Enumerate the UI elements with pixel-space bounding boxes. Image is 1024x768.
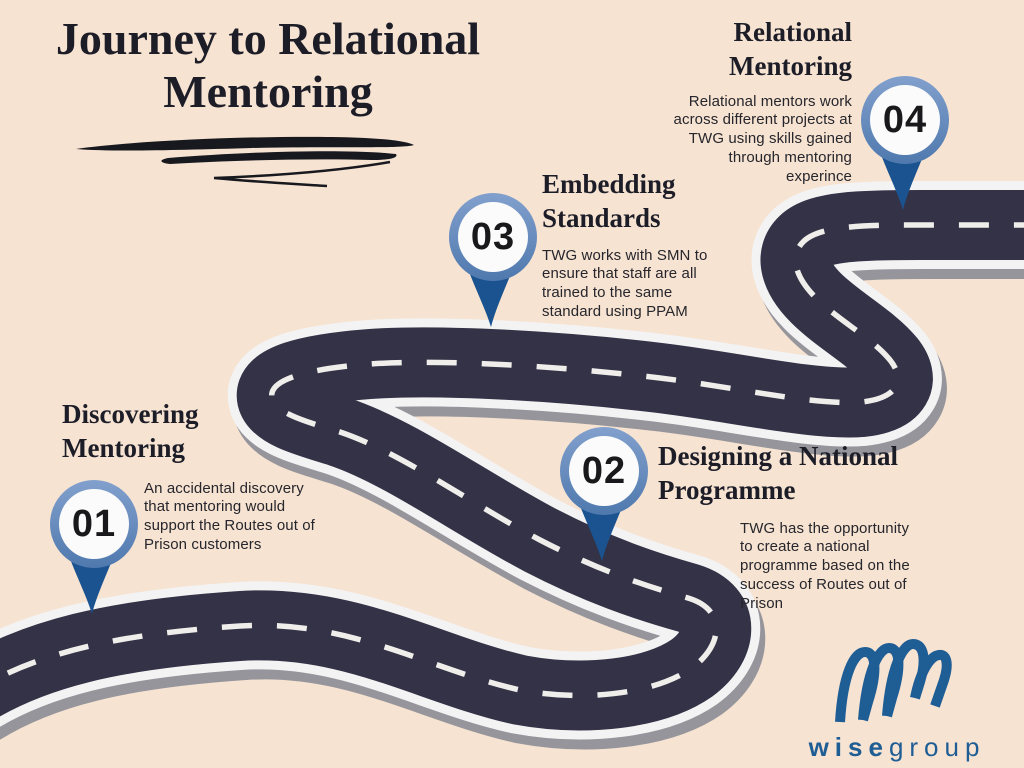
wordmark-wise: wise <box>808 732 889 762</box>
milestone-embedding-standards: Embedding Standards TWG works with SMN t… <box>542 168 742 322</box>
milestone-description: TWG has the opportunity to create a nati… <box>740 519 910 613</box>
pin-number: 03 <box>470 215 516 258</box>
milestone-designing-national-programme: Designing a National Programme TWG has t… <box>658 440 953 614</box>
pin-icon <box>560 427 648 561</box>
pin-number: 01 <box>71 502 117 545</box>
map-pin-01: 01 <box>34 474 154 624</box>
map-pin-02: 02 <box>544 421 664 571</box>
pin-icon <box>50 480 138 614</box>
pin-icon <box>861 76 949 210</box>
milestone-discovering-mentoring: Discovering Mentoring An accidental disc… <box>62 398 315 555</box>
pin-icon <box>449 193 537 327</box>
brush-underline-icon <box>76 136 414 188</box>
map-pin-04: 04 <box>845 70 965 220</box>
map-pin-03: 03 <box>433 187 553 337</box>
wordmark-group: group <box>888 732 986 762</box>
page-title: Journey to Relational Mentoring <box>55 13 481 118</box>
milestone-description: Relational mentors work across different… <box>673 92 852 186</box>
milestone-heading: Relational Mentoring <box>729 17 852 81</box>
milestone-relational-mentoring: Relational Mentoring Relational mentors … <box>652 16 852 187</box>
wise-group-logo: wisegroup <box>782 636 1012 763</box>
wise-group-w-icon <box>835 638 952 723</box>
milestone-heading: Designing a National Programme <box>658 441 899 505</box>
milestone-description: TWG works with SMN to ensure that staff … <box>542 246 708 321</box>
pin-number: 04 <box>882 98 928 141</box>
road-path-group <box>0 181 1024 750</box>
milestone-description: An accidental discovery that mentoring w… <box>144 479 315 554</box>
road-lane-dashes <box>0 222 1024 699</box>
milestone-heading: Embedding Standards <box>542 169 676 233</box>
wise-group-wordmark: wisegroup <box>782 732 1012 763</box>
milestone-heading: Discovering Mentoring <box>62 399 199 463</box>
pin-number: 02 <box>581 449 627 492</box>
